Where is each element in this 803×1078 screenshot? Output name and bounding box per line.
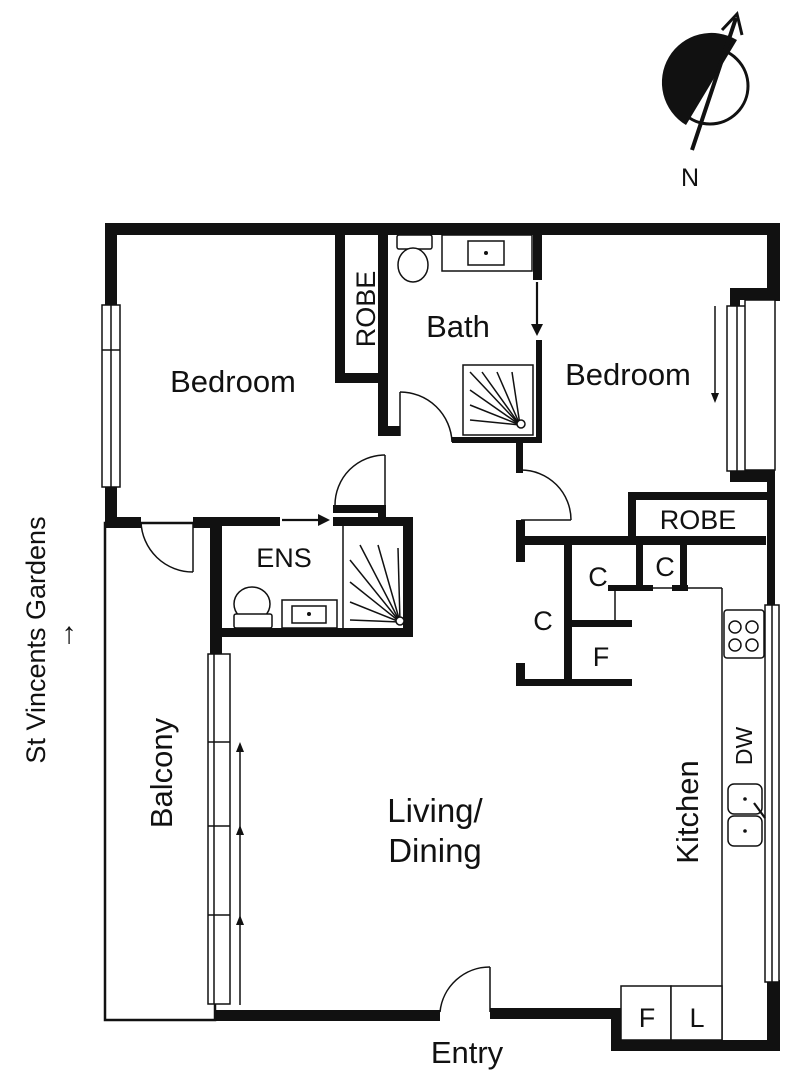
exterior-walls — [105, 223, 780, 1051]
compass: N — [661, 10, 750, 192]
kitchen-label: Kitchen — [670, 760, 705, 863]
compass-dark-half — [661, 32, 737, 125]
north-arrow-icon — [690, 17, 738, 151]
room-labels: Bedroom ROBE Bath Bedroom ENS ROBE C C C… — [144, 271, 757, 1070]
north-arrow-head-icon — [720, 10, 744, 36]
ensuite-label: ENS — [256, 543, 312, 573]
cupboard-label-3: C — [655, 552, 675, 582]
laundry-label: L — [689, 1003, 704, 1033]
living-label-line1: Living/ — [387, 792, 483, 829]
windows — [101, 299, 780, 1005]
laundry-space — [670, 985, 723, 1041]
interior-walls — [105, 235, 768, 686]
compass-label: N — [681, 164, 699, 192]
bedroom-right-label: Bedroom — [565, 357, 691, 392]
robe-left-label: ROBE — [351, 271, 381, 348]
toilet-icon — [396, 234, 433, 250]
living-label-line2: Dining — [388, 832, 482, 869]
street-arrow-icon: ↑ — [62, 617, 77, 650]
fixtures — [233, 234, 766, 1041]
street-label: St Vincents Gardens — [21, 516, 51, 763]
dishwasher-label: DW — [731, 727, 757, 766]
cupboard-label-1: C — [533, 606, 553, 636]
balcony-label: Balcony — [144, 717, 179, 828]
fridge-lower-label: F — [639, 1003, 656, 1033]
fridge-space — [620, 985, 672, 1041]
bath-label: Bath — [426, 309, 490, 344]
robe-right-label: ROBE — [660, 505, 737, 535]
fridge-upper-label: F — [593, 642, 610, 672]
slide-arrows — [236, 306, 719, 1005]
doors — [140, 282, 572, 1013]
entry-label: Entry — [431, 1035, 504, 1070]
cooktop-icon — [723, 609, 765, 659]
cupboard-label-2: C — [588, 562, 608, 592]
bedroom-left-label: Bedroom — [170, 364, 296, 399]
ens-shower-icon — [349, 544, 401, 623]
